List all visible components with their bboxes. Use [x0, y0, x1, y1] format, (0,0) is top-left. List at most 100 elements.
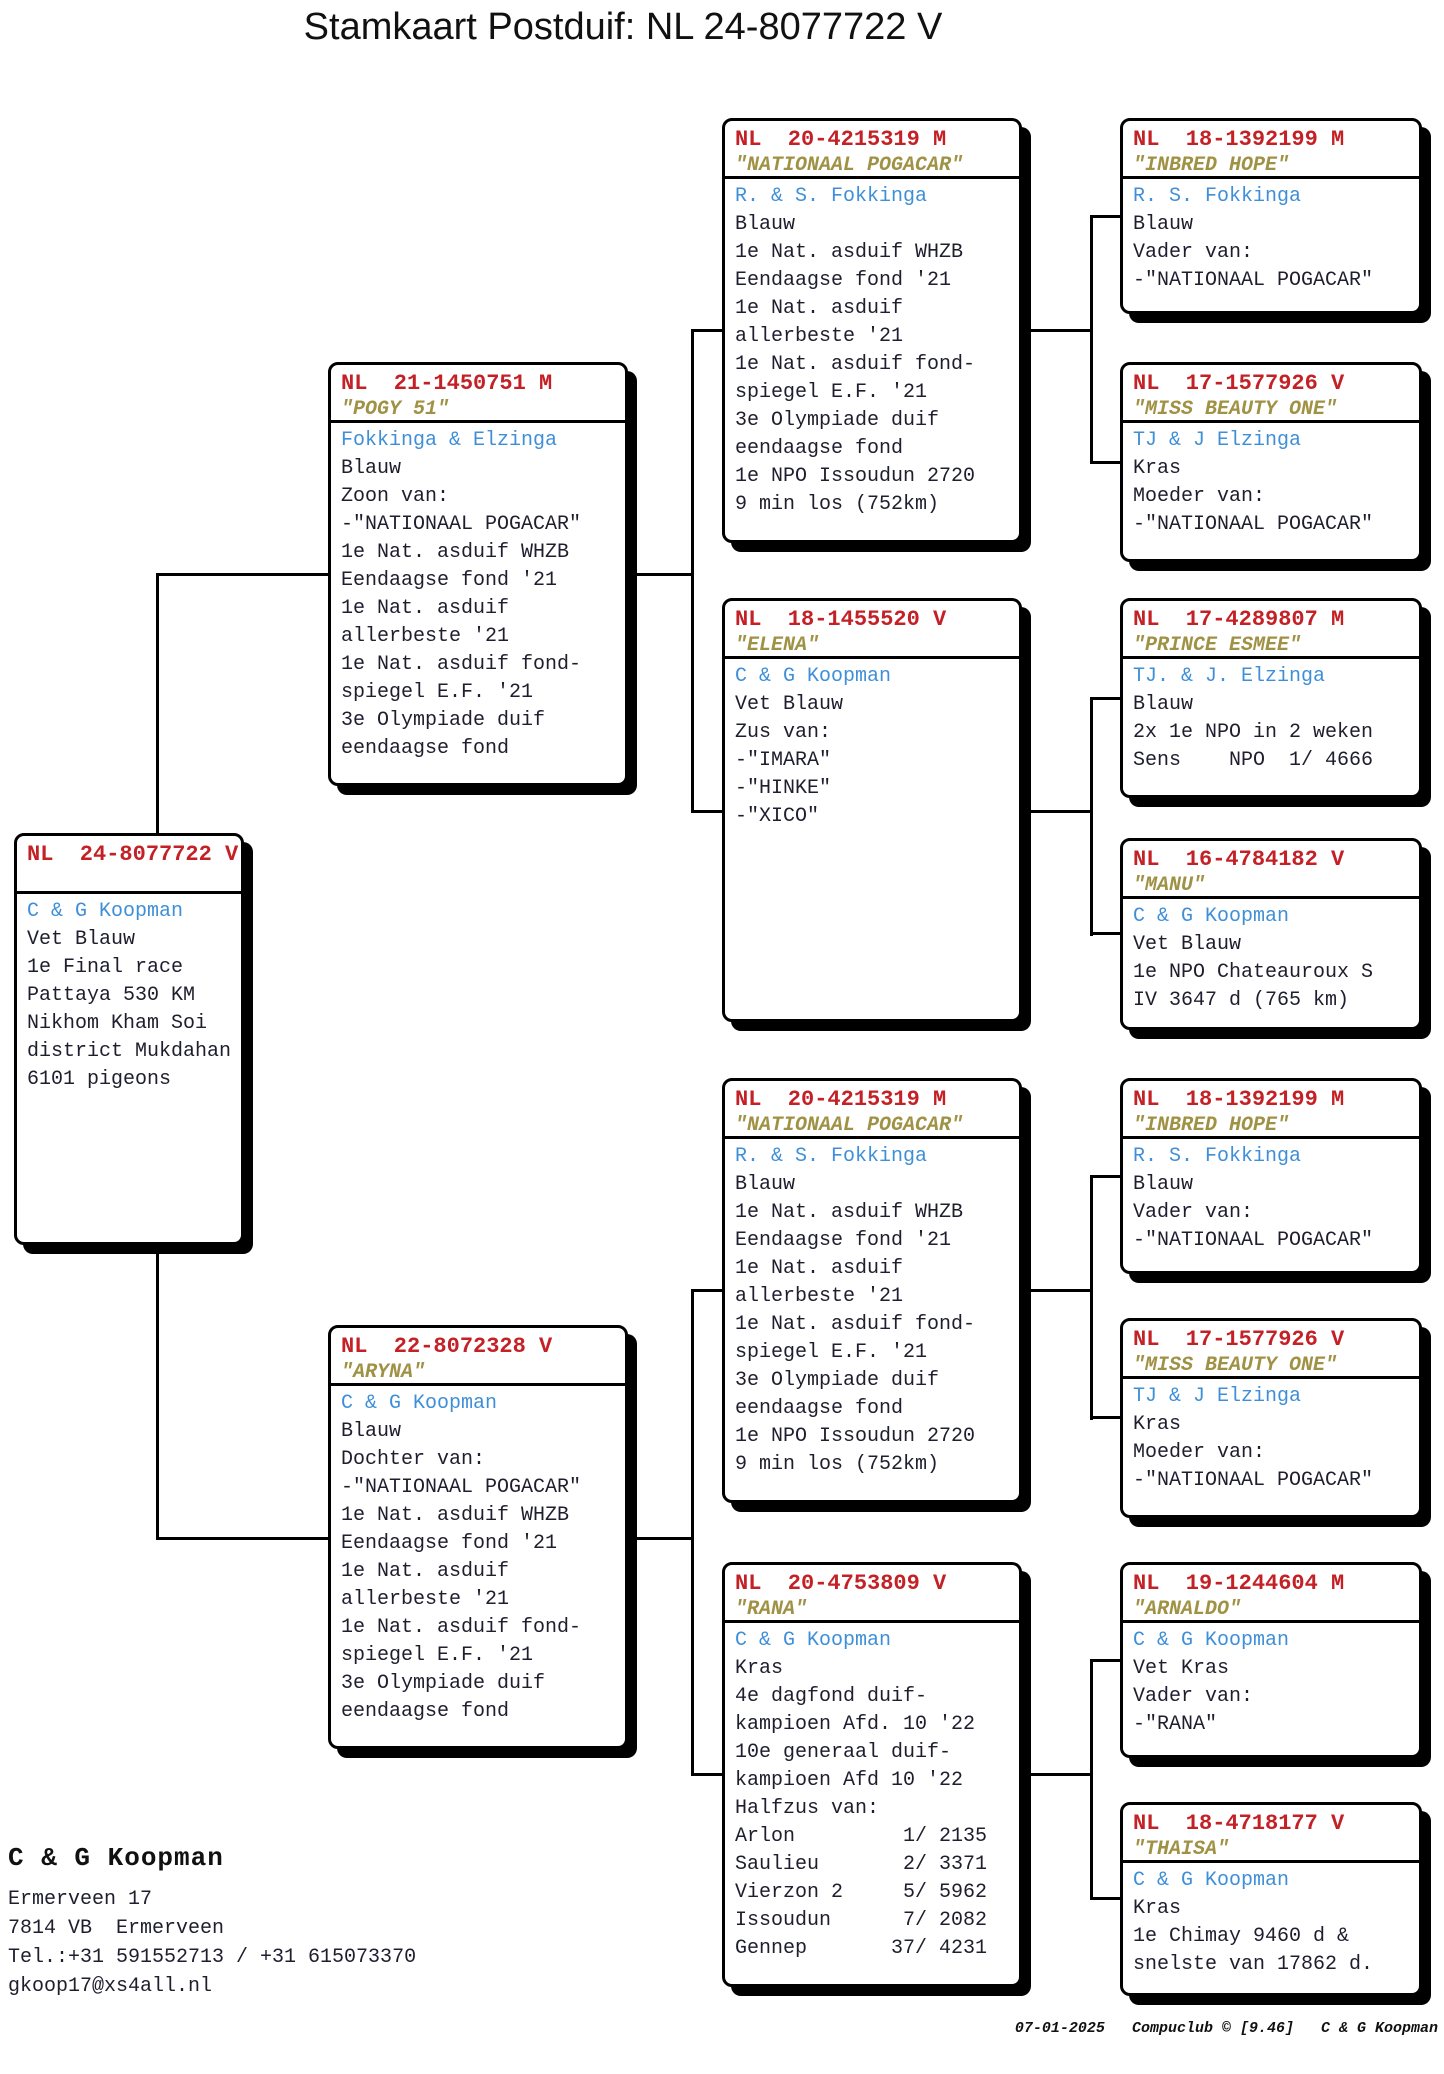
pedigree-connector	[156, 573, 330, 576]
pedigree-connector	[1020, 1289, 1093, 1292]
pigeon-name: "NATIONAAL POGACAR"	[735, 154, 964, 177]
detail-line: Pattaya 530 KM	[27, 984, 196, 1007]
detail-line: -"NATIONAAL POGACAR"	[1133, 269, 1374, 292]
detail-line: Eendaagse fond '21	[735, 1229, 952, 1252]
pigeon-box-ggp3: NL 17-4289807 M"PRINCE ESMEE"TJ. & J. El…	[1120, 598, 1422, 798]
pedigree-connector	[691, 810, 724, 813]
ring-number: NL 17-1577926 V	[1133, 1327, 1345, 1352]
pigeon-header: NL 18-1392199 M"INBRED HOPE"	[1123, 1081, 1419, 1139]
detail-line: Arlon 1/ 2135	[735, 1825, 988, 1848]
ring-number: NL 22-8072328 V	[341, 1334, 553, 1359]
detail-line: Blauw	[341, 1420, 402, 1443]
ring-number: NL 18-1455520 V	[735, 607, 947, 632]
ring-number: NL 20-4215319 M	[735, 127, 947, 152]
detail-line: 1e NPO Issoudun 2720	[735, 1425, 976, 1448]
detail-line: 1e Final race	[27, 956, 184, 979]
detail-line: 1e Nat. asduif WHZB	[735, 1201, 964, 1224]
detail-line: 1e Nat. asduif WHZB	[341, 1504, 570, 1527]
pedigree-connector	[1090, 1416, 1122, 1419]
breeder-name: C & G Koopman	[27, 900, 184, 923]
pigeon-box-gp1: NL 20-4215319 M"NATIONAAL POGACAR"R. & S…	[722, 118, 1022, 543]
detail-line: Moeder van:	[1133, 485, 1266, 508]
detail-line: 3e Olympiade duif	[735, 409, 940, 432]
detail-line: 3e Olympiade duif	[341, 709, 546, 732]
owner-email: gkoop17@xs4all.nl	[8, 1975, 213, 1998]
detail-line: snelste van 17862 d.	[1133, 1953, 1374, 1976]
pedigree-connector	[1020, 810, 1093, 813]
detail-line: 1e Nat. asduif	[735, 297, 904, 320]
detail-line: Gennep 37/ 4231	[735, 1937, 988, 1960]
detail-line: Issoudun 7/ 2082	[735, 1909, 988, 1932]
pigeon-box-ggp5: NL 18-1392199 M"INBRED HOPE"R. S. Fokkin…	[1120, 1078, 1422, 1274]
detail-line: 1e Nat. asduif fond-	[341, 653, 582, 676]
breeder-name: C & G Koopman	[1133, 1629, 1290, 1652]
detail-line: allerbeste '21	[341, 1588, 510, 1611]
detail-line: 1e Nat. asduif	[341, 597, 510, 620]
ring-number: NL 20-4753809 V	[735, 1571, 947, 1596]
pigeon-header: NL 18-1455520 V"ELENA"	[725, 601, 1019, 659]
pigeon-box-father: NL 21-1450751 M"POGY 51"Fokkinga & Elzin…	[328, 362, 628, 786]
pedigree-connector	[691, 1289, 694, 1776]
detail-line: 1e NPO Chateauroux S	[1133, 961, 1374, 984]
ring-number: NL 17-4289807 M	[1133, 607, 1345, 632]
owner-block: C & G Koopman Ermerveen 17 7814 VB Ermer…	[8, 1843, 416, 2001]
detail-line: eendaagse fond	[341, 737, 510, 760]
pedigree-connector	[156, 1243, 159, 1540]
detail-line: Vet Blauw	[27, 928, 136, 951]
pedigree-connector	[626, 573, 694, 576]
detail-line: Kras	[735, 1657, 784, 1680]
detail-line: Eendaagse fond '21	[341, 569, 558, 592]
detail-line: 1e Nat. asduif	[341, 1560, 510, 1583]
detail-line: Vader van:	[1133, 1685, 1254, 1708]
ring-number: NL 21-1450751 M	[341, 371, 553, 396]
pigeon-header: NL 17-1577926 V"MISS BEAUTY ONE"	[1123, 1321, 1419, 1379]
breeder-name: C & G Koopman	[341, 1392, 498, 1415]
detail-line: IV 3647 d (765 km)	[1133, 989, 1350, 1012]
detail-line: Nikhom Kham Soi	[27, 1012, 208, 1035]
pedigree-connector	[691, 329, 724, 332]
detail-line: 4e dagfond duif-	[735, 1685, 928, 1708]
owner-address-line: Ermerveen 17	[8, 1888, 153, 1911]
detail-line: 10e generaal duif-	[735, 1741, 952, 1764]
detail-line: Vierzon 2 5/ 5962	[735, 1881, 988, 1904]
pedigree-connector	[1090, 932, 1122, 935]
detail-line: -"NATIONAAL POGACAR"	[1133, 1469, 1374, 1492]
pedigree-connector	[1090, 1175, 1122, 1178]
breeder-name: Fokkinga & Elzinga	[341, 429, 558, 452]
detail-line: allerbeste '21	[341, 625, 510, 648]
detail-line: allerbeste '21	[735, 325, 904, 348]
pigeon-name: "RANA"	[735, 1598, 808, 1621]
detail-line: Vet Blauw	[735, 693, 844, 716]
owner-phone: Tel.:+31 591552713 / +31 615073370	[8, 1946, 417, 1969]
pigeon-name: "ARYNA"	[341, 1361, 426, 1384]
owner-address-line: 7814 VB Ermerveen	[8, 1917, 225, 1940]
page-title: Stamkaart Postduif: NL 24-8077722 V	[303, 6, 943, 48]
ring-number: NL 18-4718177 V	[1133, 1811, 1345, 1836]
detail-line: Dochter van:	[341, 1448, 486, 1471]
detail-line: Vet Blauw	[1133, 933, 1242, 956]
pigeon-header: NL 20-4753809 V"RANA"	[725, 1565, 1019, 1623]
breeder-name: TJ & J Elzinga	[1133, 429, 1302, 452]
detail-line: Zus van:	[735, 721, 832, 744]
pigeon-header: NL 18-1392199 M"INBRED HOPE"	[1123, 121, 1419, 179]
detail-line: Sens NPO 1/ 4666	[1133, 749, 1374, 772]
detail-line: 1e Nat. asduif fond-	[341, 1616, 582, 1639]
pigeon-name: "NATIONAAL POGACAR"	[735, 1114, 964, 1137]
ring-number: NL 18-1392199 M	[1133, 127, 1345, 152]
pedigree-connector	[156, 573, 159, 835]
pigeon-name: "INBRED HOPE"	[1133, 1114, 1290, 1137]
detail-line: -"NATIONAAL POGACAR"	[341, 1476, 582, 1499]
pedigree-connector	[626, 1537, 694, 1540]
owner-name: C & G Koopman	[8, 1843, 224, 1873]
